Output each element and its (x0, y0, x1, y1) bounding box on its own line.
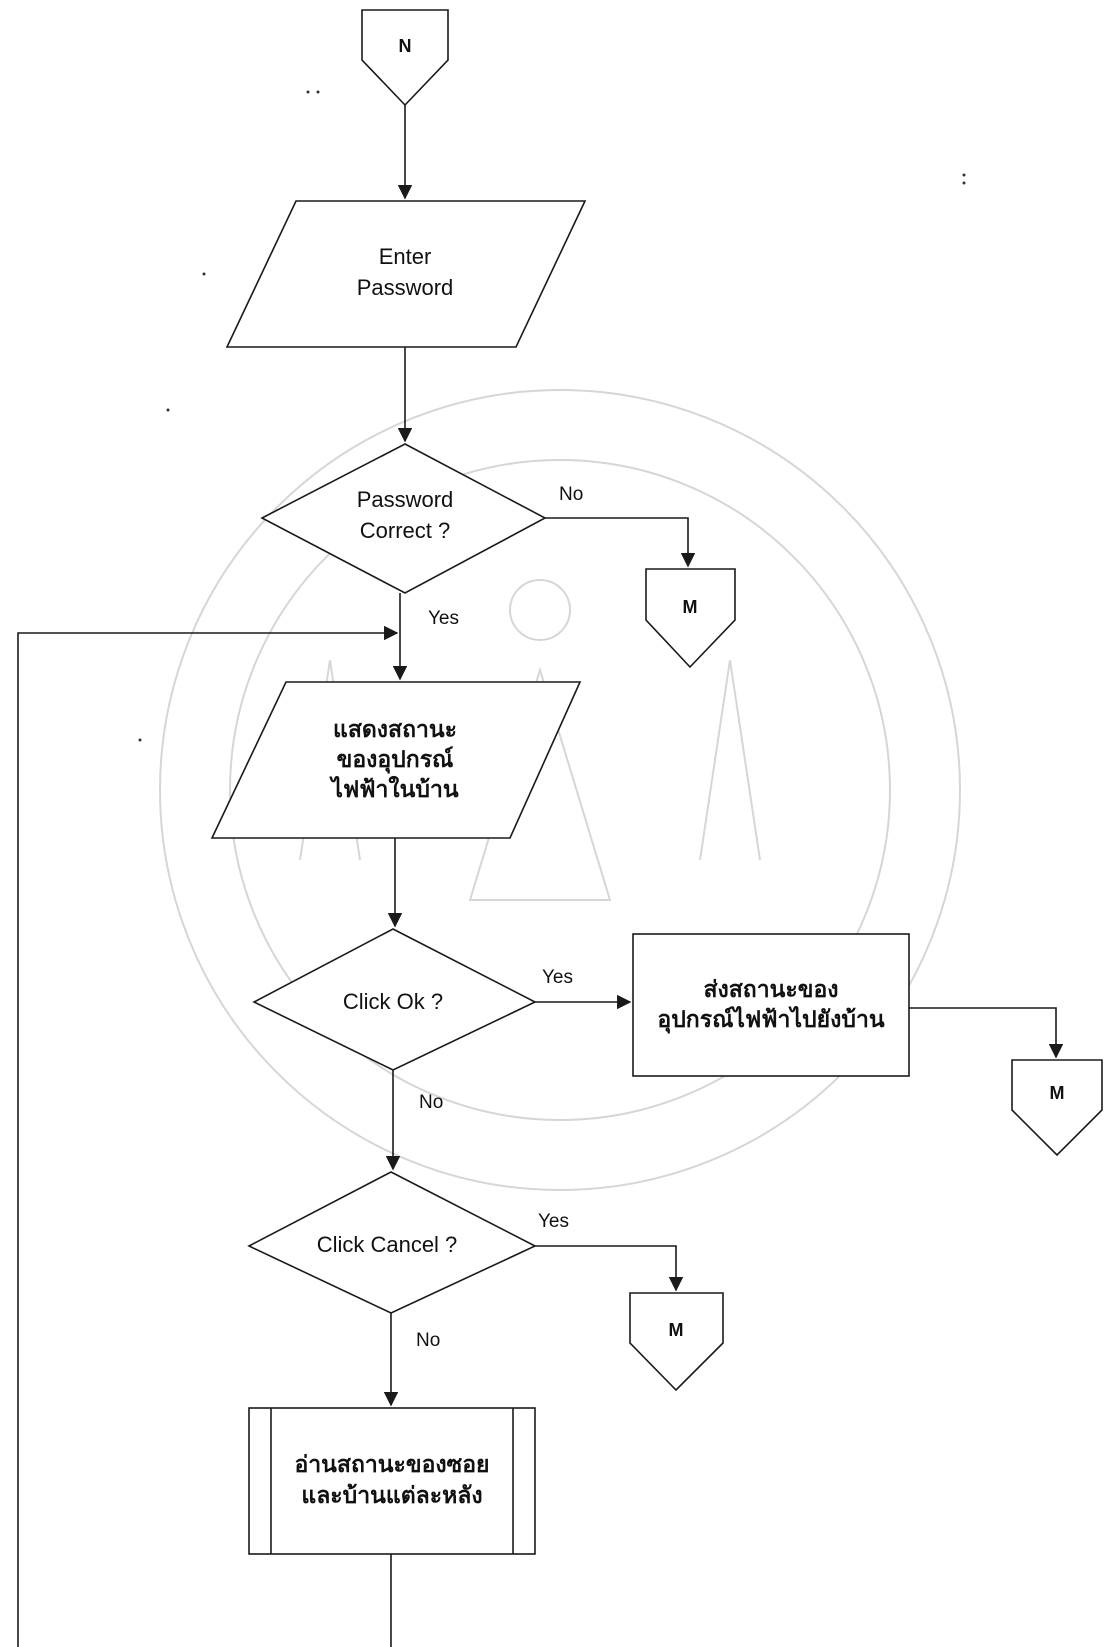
cancel-yes-label: Yes (538, 1211, 569, 1232)
send-status-line-2: อุปกรณ์ไฟฟ้าไปยังบ้าน (657, 1005, 884, 1034)
enter-password-line-2: Password (357, 275, 454, 300)
show-status-line-3: ไฟฟ้าในบ้าน (328, 775, 459, 803)
password-correct-line-2: Correct ? (360, 518, 450, 543)
exit-connector-m-cancel-label: M (669, 1320, 684, 1340)
start-connector-label: N (399, 36, 412, 56)
scan-specks (138, 90, 966, 742)
click-ok-label: Click Ok ? (343, 989, 443, 1014)
show-status-line-1: แสดงสถานะ (333, 717, 457, 743)
exit-connector-m-cancel: M (629, 1292, 724, 1392)
exit-connector-m-password: M (645, 568, 736, 669)
read-status-line-1: อ่านสถานะของซอย (294, 1452, 489, 1478)
click-cancel-label: Click Cancel ? (317, 1232, 458, 1257)
read-status-predefined-process: อ่านสถานะของซอย และบ้านแต่ละหลัง (248, 1407, 536, 1555)
exit-connector-m-ok-label: M (1050, 1083, 1065, 1103)
password-correct-decision: Password Correct ? (260, 443, 547, 594)
show-status-line-2: ของอุปกรณ์ (337, 746, 454, 774)
enter-password-input: Enter Password (225, 200, 587, 348)
password-correct-line-1: Password (357, 487, 454, 512)
show-device-status-output: แสดงสถานะ ของอุปกรณ์ ไฟฟ้าในบ้าน (210, 681, 582, 839)
enter-password-line-1: Enter (379, 244, 432, 269)
flow-lines (17, 105, 1064, 1647)
ok-no-label: No (419, 1092, 443, 1113)
exit-connector-m-password-label: M (683, 597, 698, 617)
exit-connector-m-ok: M (1011, 1059, 1103, 1157)
click-cancel-decision: Click Cancel ? (247, 1171, 537, 1314)
click-ok-decision: Click Ok ? (252, 928, 537, 1071)
read-status-line-2: และบ้านแต่ละหลัง (301, 1483, 482, 1509)
ok-yes-label: Yes (542, 967, 573, 988)
cancel-no-label: No (416, 1330, 440, 1351)
start-connector-n: N (361, 9, 449, 107)
send-device-status-process: ส่งสถานะของ อุปกรณ์ไฟฟ้าไปยังบ้าน (632, 933, 910, 1077)
send-status-line-1: ส่งสถานะของ (704, 977, 839, 1003)
password-yes-label: Yes (428, 608, 459, 629)
password-no-label: No (559, 484, 583, 505)
